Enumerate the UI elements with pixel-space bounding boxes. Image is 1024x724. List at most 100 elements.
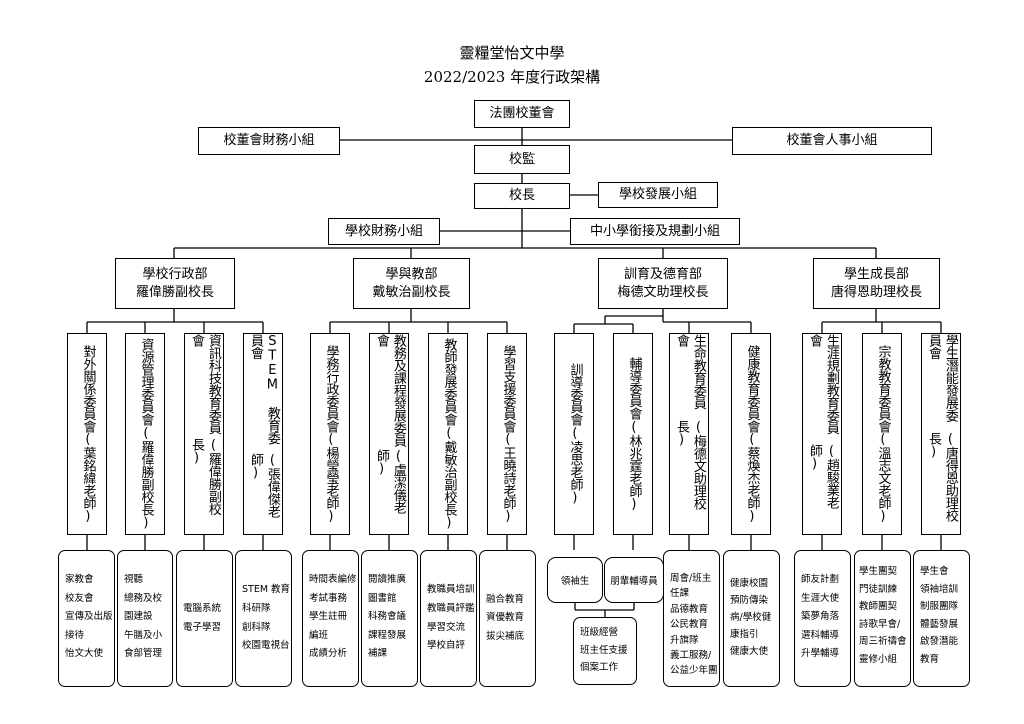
detail-item: 生涯大使 bbox=[801, 592, 840, 604]
detail-item: 病/學校健 bbox=[730, 612, 772, 624]
detail-student-potential: 學生會 領袖培訓 制服團隊 體藝發展 啟發潛能 教育 bbox=[913, 550, 970, 687]
detail-item: 校園電視台 bbox=[242, 640, 290, 652]
committee-lead: (凌思老師) bbox=[567, 425, 583, 505]
committee-name: STEM 教育委員會 bbox=[248, 334, 280, 444]
detail-item: 接待 bbox=[65, 629, 85, 641]
detail-life-education: 周會/班主 任課 品德教育 公民教育 升旗隊 義工服務/ 公益少年團 bbox=[663, 550, 720, 687]
school-finance-box: 學校財務小組 bbox=[328, 218, 440, 245]
detail-item: 學生會 bbox=[920, 566, 949, 577]
committee-name: 學習支援委員會 bbox=[500, 344, 516, 433]
committee-lead: (林兆霆老師) bbox=[626, 419, 642, 512]
detail-item: 圖書館 bbox=[368, 592, 397, 604]
detail-item: 成績分析 bbox=[309, 648, 348, 660]
detail-item: 築夢角落 bbox=[801, 611, 840, 623]
detail-item: 補課 bbox=[368, 648, 388, 660]
detail-item: 教職員培訓 bbox=[427, 584, 475, 596]
detail-item: 靈修小組 bbox=[859, 653, 898, 665]
detail-item: 領袖培訓 bbox=[920, 583, 959, 595]
personnel-group-box: 校董會人事小組 bbox=[732, 127, 932, 155]
detail-item: 家教會 bbox=[65, 574, 94, 585]
detail-item: 創科隊 bbox=[242, 621, 271, 633]
committee-student-potential: 學生潛能發展委員會(唐得恩助理校長) bbox=[921, 333, 961, 535]
detail-item: 宣傳及出版 bbox=[65, 611, 113, 623]
committee-name: 學務行政委員會 bbox=[323, 344, 339, 433]
committee-discipline: 訓導委員會(凌思老師) bbox=[554, 333, 594, 535]
detail-item: 啟發潛能 bbox=[920, 636, 959, 648]
committee-lead: (王曉詩老師) bbox=[500, 432, 516, 524]
detail-item: 升旗隊 bbox=[670, 634, 699, 646]
detail-it-education: 電腦系統 電子學習 bbox=[176, 550, 233, 687]
detail-item: 升學輔導 bbox=[801, 648, 840, 660]
detail-item: 教育 bbox=[920, 653, 940, 665]
finance-group-box: 校董會財務小組 bbox=[198, 127, 340, 155]
committee-lead: (梅德文助理校長) bbox=[674, 419, 706, 510]
detail-item: 午膳及小 bbox=[124, 629, 163, 641]
detail-religious-education: 學生團契 門徒訓練 教師團契 詩歌早會/ 周三祈禱會 靈修小組 bbox=[854, 550, 911, 687]
committee-lead: (蔡煥杰老師) bbox=[744, 432, 760, 524]
transition-planning-box: 中小學銜接及規劃小組 bbox=[570, 218, 740, 245]
committee-name: 輔導委員會 bbox=[626, 357, 642, 420]
committee-name: 宗教教育委員會 bbox=[875, 344, 891, 433]
detail-item: 門徒訓練 bbox=[859, 583, 898, 595]
detail-item: 學校自評 bbox=[427, 640, 466, 652]
committee-name: 生命教育委員會 bbox=[674, 334, 706, 409]
committee-lead: (羅偉勝副校長) bbox=[138, 425, 154, 530]
dept-name: 學校行政部 bbox=[142, 266, 208, 282]
detail-career-planning: 師友計劃 生涯大使 築夢角落 選科輔導 升學輔導 bbox=[794, 550, 851, 687]
committee-lead: (楊瑩瑩老師) bbox=[323, 432, 339, 524]
detail-shared-class-management: 班級經營 班主任支援 個案工作 bbox=[573, 617, 637, 685]
committee-name: 資源管理委員會 bbox=[138, 338, 154, 426]
dept-head: 羅偉勝副校長 bbox=[135, 284, 214, 300]
committee-curriculum: 教務及課程發展委員會(盧潔儀老師) bbox=[369, 333, 409, 535]
dept-name: 學生成長部 bbox=[843, 266, 909, 282]
detail-item: 義工服務/ bbox=[670, 649, 712, 661]
detail-item: 電腦系統 bbox=[183, 602, 222, 614]
committee-name: 教務及課程發展委員會 bbox=[374, 334, 406, 447]
principal-box: 校長 bbox=[474, 183, 570, 209]
committee-name: 訓導委員會 bbox=[567, 363, 583, 426]
committee-resource-management: 資源管理委員會(羅偉勝副校長) bbox=[125, 333, 165, 535]
detail-item: 園建設 bbox=[124, 611, 153, 623]
detail-item: 品德教育 bbox=[670, 603, 709, 615]
committee-health-education: 健康教育委員會(蔡煥杰老師) bbox=[731, 333, 771, 535]
committee-career-planning: 生涯規劃教育委員會(趙駿業老師) bbox=[802, 333, 842, 535]
detail-item: 預防傳染 bbox=[730, 595, 769, 607]
committee-name: 健康教育委員會 bbox=[744, 344, 760, 433]
detail-item: 詩歌早會/ bbox=[859, 618, 901, 630]
detail-item: 時間表編修 bbox=[309, 574, 357, 585]
committee-lead: (葉銘緯老師) bbox=[80, 432, 96, 524]
committee-religious-education: 宗教教育委員會(溫志文老師) bbox=[862, 333, 902, 535]
detail-item: STEM 教育 bbox=[242, 584, 291, 596]
detail-academic-admin: 時間表編修 考試事務 學生註冊 編班 成績分析 bbox=[302, 550, 359, 687]
detail-item: 課程發展 bbox=[368, 629, 407, 641]
detail-item: 拔尖補底 bbox=[486, 630, 525, 642]
detail-teacher-development: 教職員培訓 教職員評鑑 學習交流 學校自評 bbox=[420, 550, 477, 687]
dept-student-growth: 學生成長部 唐得恩助理校長 bbox=[813, 258, 940, 309]
org-chart-year-title: 2022/2023 年度行政架構 bbox=[423, 68, 601, 86]
dept-name: 訓育及德育部 bbox=[623, 266, 702, 282]
detail-item: 公益少年團 bbox=[670, 665, 718, 677]
committee-academic-admin: 學務行政委員會(楊瑩瑩老師) bbox=[310, 333, 350, 535]
committee-learning-support: 學習支援委員會(王曉詩老師) bbox=[487, 333, 527, 535]
committee-it-education: 資訊科技教育委員會(羅偉勝副校長) bbox=[184, 333, 224, 535]
dept-admin: 學校行政部 羅偉勝副校長 bbox=[115, 258, 235, 309]
detail-item: 健康大使 bbox=[730, 646, 769, 658]
detail-resource-management: 視聽 總務及校 園建設 午膳及小 食部管理 bbox=[117, 550, 173, 687]
detail-item: 師友計劃 bbox=[801, 574, 840, 585]
committee-lead: (戴敏治副校長) bbox=[441, 425, 457, 530]
dept-head: 梅德文助理校長 bbox=[617, 284, 709, 300]
detail-item: 學生團契 bbox=[859, 566, 898, 577]
detail-item: 體藝發展 bbox=[920, 618, 959, 630]
detail-item: 個案工作 bbox=[580, 662, 619, 674]
committee-lead: (張偉傑老師) bbox=[248, 453, 280, 518]
committee-stem: STEM 教育委員會 (張偉傑老師) bbox=[243, 333, 283, 535]
detail-stem: STEM 教育 科研隊 創科隊 校園電視台 bbox=[235, 550, 292, 687]
dept-head: 唐得恩助理校長 bbox=[830, 284, 922, 300]
dept-name: 學與教部 bbox=[385, 266, 438, 282]
detail-item: 閱讀推廣 bbox=[368, 574, 407, 585]
board-box: 法團校董會 bbox=[474, 100, 570, 128]
detail-item: 校友會 bbox=[65, 592, 94, 604]
detail-curriculum: 閱讀推廣 圖書館 科務會議 課程發展 補課 bbox=[361, 550, 418, 687]
detail-learning-support: 融合教育 資優教育 拔尖補底 bbox=[479, 550, 536, 687]
